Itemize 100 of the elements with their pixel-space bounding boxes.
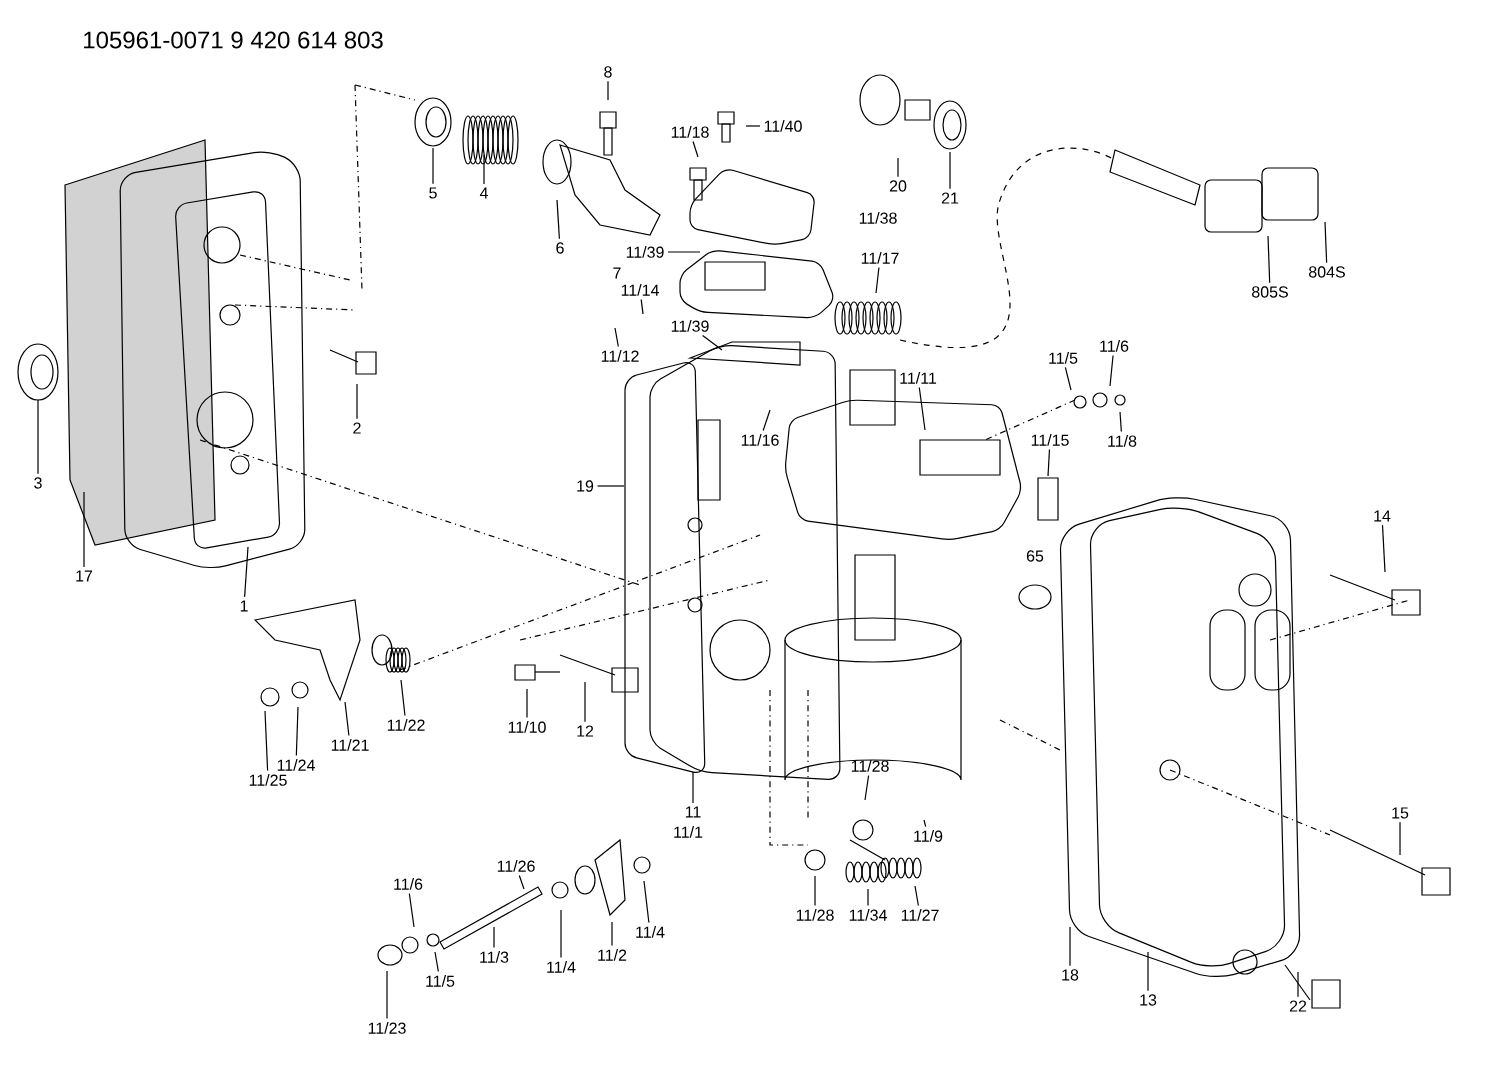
- callout-number: 11/15: [1031, 434, 1069, 446]
- leader-line: [897, 157, 899, 178]
- leader-line: [640, 298, 644, 315]
- leader-line: [1119, 411, 1122, 433]
- leader-line: [643, 880, 650, 924]
- callout-number: 65: [1026, 550, 1044, 562]
- callout-number: 11/2: [598, 949, 627, 961]
- leader-line: [1147, 951, 1149, 992]
- leader-line: [1069, 926, 1071, 967]
- callout-number: 11/4: [547, 961, 576, 973]
- callout-number: 14: [1374, 510, 1391, 522]
- callout-number: 11/28: [796, 909, 834, 921]
- callout-number: 22: [1289, 1000, 1307, 1012]
- callout-number: 11/34: [849, 909, 887, 921]
- callout-number: 21: [941, 192, 959, 204]
- callout-number: 11/4: [636, 926, 665, 938]
- callout-number: 11/39: [626, 246, 664, 258]
- callout-number: 11/28: [851, 760, 889, 772]
- callout-number: 11/38: [859, 212, 897, 224]
- callout-number: 11/10: [508, 721, 546, 733]
- callout-number: 11/26: [497, 860, 535, 872]
- leader-line: [918, 386, 926, 431]
- callout-number: 804S: [1309, 266, 1345, 278]
- leader-line: [596, 485, 625, 487]
- callout-number: 11/24: [277, 759, 315, 771]
- title: 105961-0071 9 420 614 803: [84, 31, 383, 49]
- callout-number: 11/18: [671, 126, 709, 138]
- callout-number: 805S: [1252, 286, 1288, 298]
- leader-line: [1399, 821, 1401, 856]
- callout-number: 11/22: [387, 719, 425, 731]
- callout-number: 11/16: [741, 434, 779, 446]
- leader-line: [37, 399, 39, 475]
- callout-number: 11/12: [601, 350, 639, 362]
- callout-number: 11/1: [674, 826, 703, 838]
- leader-line: [518, 874, 525, 890]
- leader-line: [1047, 448, 1051, 477]
- leader-line: [408, 892, 415, 928]
- leader-line: [264, 710, 269, 772]
- callout-number: 11/40: [764, 120, 802, 132]
- leader-line: [1064, 366, 1072, 391]
- leader-line: [1267, 235, 1271, 284]
- leader-line: [483, 154, 485, 185]
- leader-line: [745, 125, 761, 127]
- callout-number: 15: [1392, 807, 1409, 819]
- callout-number: 11/5: [1049, 352, 1078, 364]
- leader-line: [923, 819, 927, 828]
- callout-number: 4: [479, 187, 488, 199]
- leader-line: [560, 909, 562, 959]
- leader-line: [702, 334, 723, 351]
- leader-line: [386, 970, 388, 1020]
- callout-number: 18: [1062, 969, 1079, 981]
- callout-number: 5: [429, 187, 437, 199]
- callout-number: 11/5: [426, 975, 455, 987]
- leader-line: [434, 951, 439, 973]
- leader-line: [762, 409, 771, 432]
- leader-line: [400, 679, 406, 717]
- leader-line: [692, 140, 699, 158]
- leader-line: [607, 80, 609, 101]
- callout-number: 11/27: [901, 909, 939, 921]
- callout-number: 11/6: [394, 878, 423, 890]
- leader-line: [1109, 354, 1114, 387]
- callout-number: 11/9: [914, 830, 943, 842]
- leader-line: [493, 926, 495, 949]
- leader-line: [526, 688, 528, 719]
- callout-number: 11/17: [861, 252, 899, 264]
- callout-number: 3: [34, 477, 42, 489]
- leader-line: [875, 266, 880, 294]
- leader-line: [867, 888, 869, 907]
- leader-line: [244, 546, 249, 598]
- callout-number: 11/8: [1108, 435, 1137, 447]
- leader-line: [432, 147, 434, 185]
- leader-line: [692, 771, 694, 804]
- leader-line: [83, 491, 85, 568]
- leader-line: [1381, 524, 1386, 573]
- leader-line: [1297, 971, 1299, 998]
- callout-number: 11/11: [900, 372, 937, 384]
- leader-line: [614, 327, 619, 348]
- callout-number: 11/39: [671, 320, 709, 332]
- leader-line: [611, 921, 613, 947]
- leader-line: [556, 199, 560, 240]
- callout-number: 11/23: [368, 1022, 406, 1034]
- leader-line: [356, 383, 358, 420]
- callout-number: 19: [577, 480, 594, 492]
- leader-line: [584, 681, 586, 723]
- callout-number: 11/25: [249, 774, 287, 786]
- callout-number: 2: [353, 422, 361, 434]
- leader-line: [295, 706, 299, 757]
- callout-number: 11/6: [1100, 340, 1129, 352]
- callout-number: 11/3: [480, 951, 509, 963]
- leader-line: [344, 701, 350, 737]
- callout-number: 8: [604, 66, 612, 78]
- callout-number: 11/21: [331, 739, 369, 751]
- callout-number: 6: [556, 242, 564, 254]
- callout-number: 20: [889, 180, 907, 192]
- leader-line: [864, 774, 870, 801]
- leader-line: [1324, 221, 1328, 264]
- callout-number: 12: [577, 725, 594, 737]
- callout-number: 1: [240, 600, 248, 612]
- leader-line: [914, 885, 919, 907]
- leader-line: [814, 875, 816, 907]
